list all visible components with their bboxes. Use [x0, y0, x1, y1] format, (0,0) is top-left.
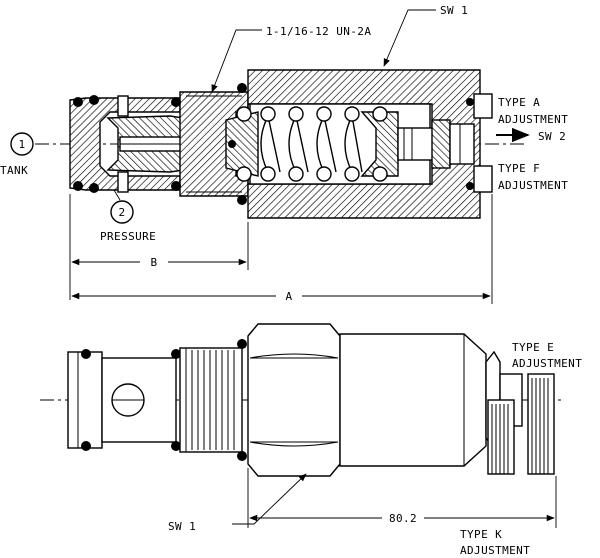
type-a-label-2: ADJUSTMENT [498, 113, 568, 126]
nose-exterior [67, 351, 103, 449]
thread-exterior [179, 347, 243, 453]
type-k-knob [487, 373, 555, 475]
port-1-number: 1 [18, 138, 25, 151]
type-k-label-1: TYPE K [460, 528, 502, 541]
thread-leader [211, 29, 262, 93]
thread-lines [185, 348, 235, 452]
sw1-bottom-leader [232, 473, 307, 525]
dim-b-label: B [150, 256, 157, 269]
type-k-label-2: ADJUSTMENT [460, 544, 530, 557]
port-2-marker [110, 200, 134, 224]
hex-exterior [247, 323, 341, 477]
adjusting-stem [449, 123, 475, 165]
type-e-label-1: TYPE E [512, 341, 554, 354]
thread-label: 1-1/16-12 UN-2A [266, 25, 371, 38]
exterior-view: TYPE E ADJUSTMENT SW 1 80.2 TYPE K ADJUS… [40, 323, 582, 557]
sw1-bottom-label: SW 1 [168, 520, 196, 533]
cross-hole-top [117, 95, 129, 117]
o-rings [73, 83, 474, 205]
cross-hole-bottom [117, 171, 129, 193]
port-2-number: 2 [118, 206, 125, 219]
type-f-label-1: TYPE F [498, 162, 540, 175]
type-a-label-1: TYPE A [498, 96, 540, 109]
tank-label: TANK [0, 164, 28, 177]
type-e-label-2: ADJUSTMENT [512, 357, 582, 370]
sw1-top-label: SW 1 [440, 4, 468, 17]
dim-a-label: A [285, 290, 292, 303]
pressure-label: PRESSURE [100, 230, 156, 243]
jam-nut [431, 119, 451, 169]
spring [236, 106, 388, 182]
sw1-top-leader [383, 9, 436, 67]
section-view: 1 TANK 2 PRESSURE SW 1 1-1/16-12 UN-2A T… [0, 4, 568, 304]
type-f-label-2: ADJUSTMENT [498, 179, 568, 192]
type-a-cap [473, 93, 493, 119]
dim-802-label: 80.2 [389, 512, 417, 525]
type-f-cap [473, 165, 493, 193]
sw2-label: SW 2 [538, 130, 566, 143]
port-1-marker [10, 132, 34, 156]
spring-guide-right [360, 111, 399, 177]
